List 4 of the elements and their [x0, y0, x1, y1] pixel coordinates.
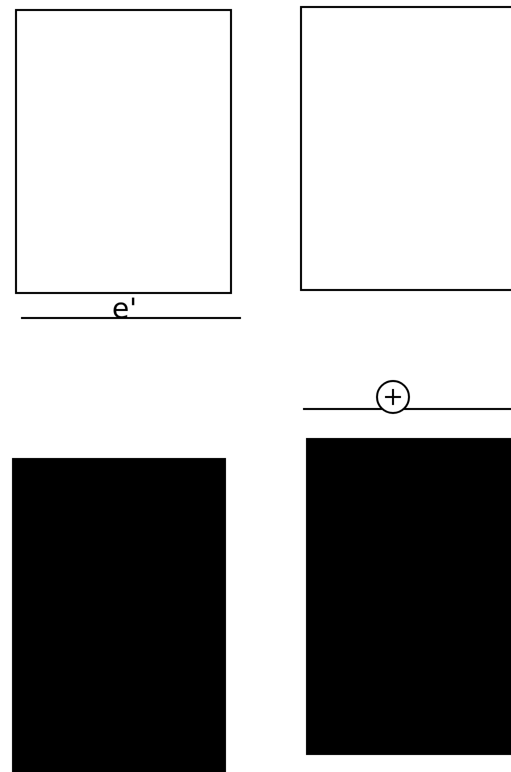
band-outline: [15, 9, 232, 294]
band-filled: [12, 458, 226, 772]
band-filled: [306, 438, 511, 755]
band-outline: [300, 6, 511, 291]
